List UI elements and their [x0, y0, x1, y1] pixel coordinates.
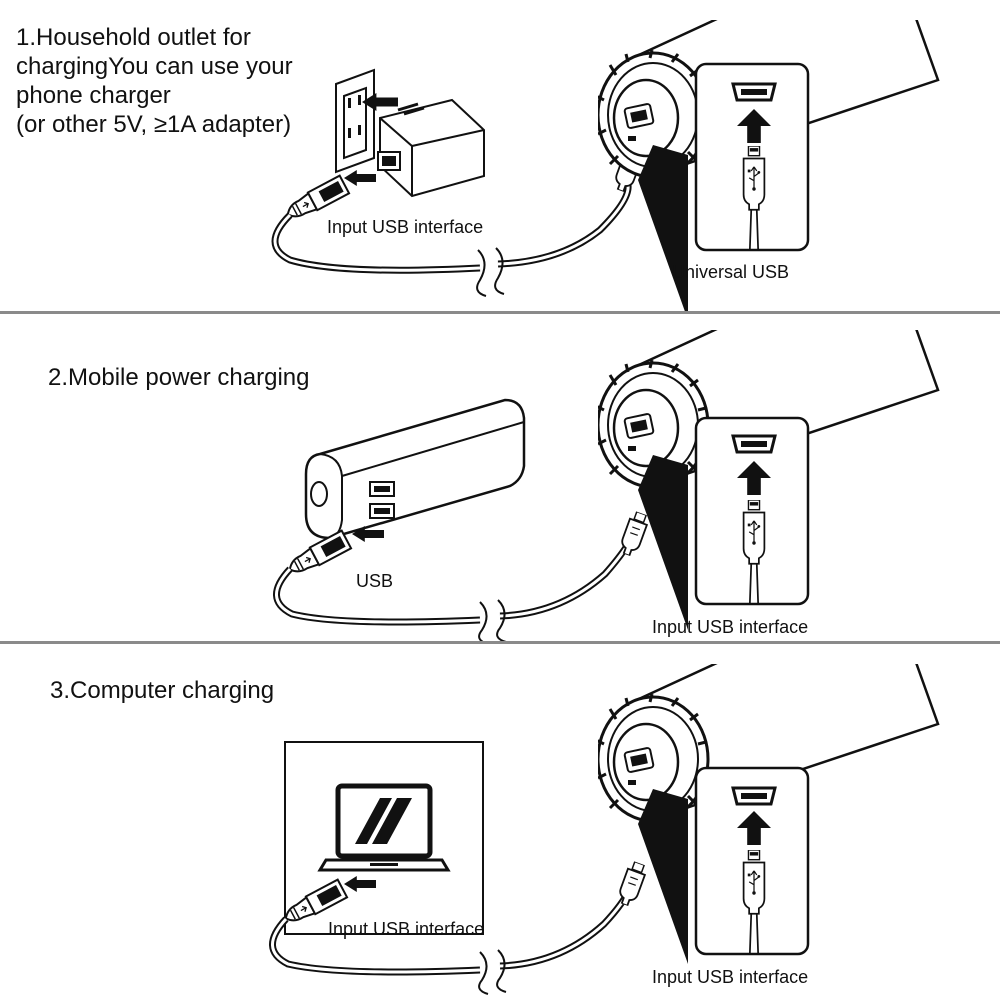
micro-usb-port-icon [731, 434, 777, 454]
usb-a-plug-icon [284, 529, 353, 580]
section-divider [0, 641, 1000, 644]
wall-outlet-icon [335, 68, 375, 174]
port-detail-box [694, 62, 810, 252]
cable-label: Input USB interface [327, 217, 484, 237]
wall-charger-icon [377, 98, 485, 198]
port-label: Input USB interface [652, 617, 809, 637]
section-title: 1.Household outlet for chargingYou can u… [16, 24, 293, 138]
port-detail-box [694, 766, 810, 956]
section-title: 2.Mobile power charging [48, 364, 310, 391]
mobile-power-illustration [273, 330, 940, 642]
micro-usb-port-icon [731, 82, 777, 102]
cable-break-mark [478, 949, 507, 995]
cable-break-mark [478, 599, 507, 642]
cable-label: USB [356, 571, 394, 591]
port-label: Universal USB [672, 262, 790, 282]
port-label: Input USB interface [652, 967, 809, 987]
power-bank-icon [304, 398, 526, 540]
cable-label: Input USB interface [328, 919, 485, 939]
section-household-outlet: 1.Household outlet for chargingYou can u… [0, 0, 1000, 312]
section-divider [0, 311, 1000, 314]
laptop-icon [317, 783, 451, 872]
household-charging-illustration [271, 20, 940, 312]
port-detail-box [694, 416, 810, 606]
cable-break-mark [476, 247, 505, 297]
section-mobile-power: 2.Mobile power charging USB Input USB in… [0, 314, 1000, 642]
section-computer: 3.Computer charging Input USB interface … [0, 644, 1000, 1000]
micro-usb-port-icon [731, 786, 777, 806]
section-title: 3.Computer charging [50, 677, 275, 704]
arrow-left-icon [344, 170, 376, 186]
computer-charging-illustration [269, 664, 940, 995]
